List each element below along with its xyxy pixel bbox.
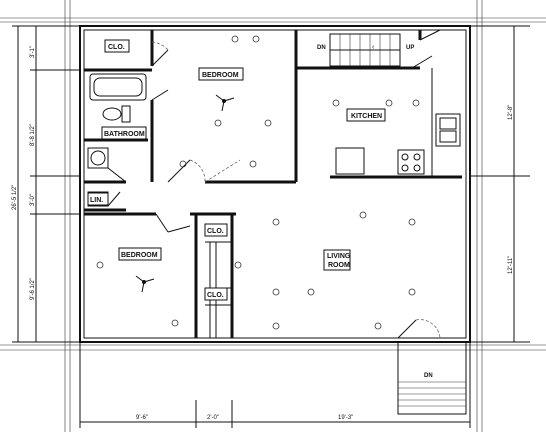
left-dimension-3: 3'-0" (30, 194, 36, 206)
linen-label: LIN. (90, 197, 103, 204)
bathtub-icon (89, 73, 147, 101)
kitchen-fixtures (335, 68, 461, 177)
exterior-stair: DN (397, 341, 467, 415)
left-dimension-2: 8'-8 1/2" (30, 124, 36, 146)
bathroom-fixtures (87, 73, 147, 169)
exterior-stair-down-label: DN (424, 373, 433, 379)
toilet-tank-icon (121, 105, 131, 123)
interior-stair: DN UP ‹ (317, 33, 414, 67)
living-room-label-line1: LIVING (327, 253, 351, 260)
right-dimension-1: 12'-8" (508, 105, 514, 120)
bottom-dimension-2: 2'-0" (207, 415, 219, 421)
closet-top-label: CLO. (108, 44, 125, 51)
toilet-icon (102, 107, 122, 121)
closet-low-label: CLO. (207, 292, 224, 299)
room-labels: CLO. BEDROOM BATHROOM KITCHEN LIN. BEDRO… (87, 39, 386, 301)
right-dimension-2: 12'-11" (508, 256, 514, 274)
sink-icon (90, 150, 106, 166)
interior-walls (84, 30, 462, 338)
exterior-walls (79, 25, 471, 343)
doors (107, 29, 441, 339)
refrigerator-icon (335, 147, 365, 175)
closet-mid-label: CLO. (207, 228, 224, 235)
stair-arrow-icon: ‹ (372, 44, 375, 51)
kitchen-label: KITCHEN (351, 113, 382, 120)
left-dimension-lines (12, 25, 80, 343)
bathroom-label: BATHROOM (104, 131, 145, 138)
left-dimension-4: 9'-6 1/2" (30, 278, 36, 300)
living-room-label-line2: ROOM (328, 262, 350, 269)
stair-down-label: DN (317, 45, 326, 51)
left-dimension-1: 3'-1" (30, 46, 36, 58)
ceiling-fan-icon (135, 275, 155, 293)
bedroom-bottom-label: BEDROOM (121, 252, 158, 259)
stair-up-label: UP (406, 45, 414, 51)
range-icon (397, 149, 425, 175)
left-total-dimension: 26'-5 1/2" (12, 185, 18, 210)
right-dimension-lines (470, 25, 530, 343)
bottom-dimension-lines (79, 342, 471, 428)
kitchen-sink-icon (435, 113, 461, 147)
light-fixtures (96, 35, 420, 330)
ceiling-fan-icon (215, 94, 235, 112)
bottom-dimension-3: 19'-3" (338, 415, 353, 421)
bottom-dimension-1: 9'-6" (136, 415, 148, 421)
bedroom-top-label: BEDROOM (202, 72, 239, 79)
